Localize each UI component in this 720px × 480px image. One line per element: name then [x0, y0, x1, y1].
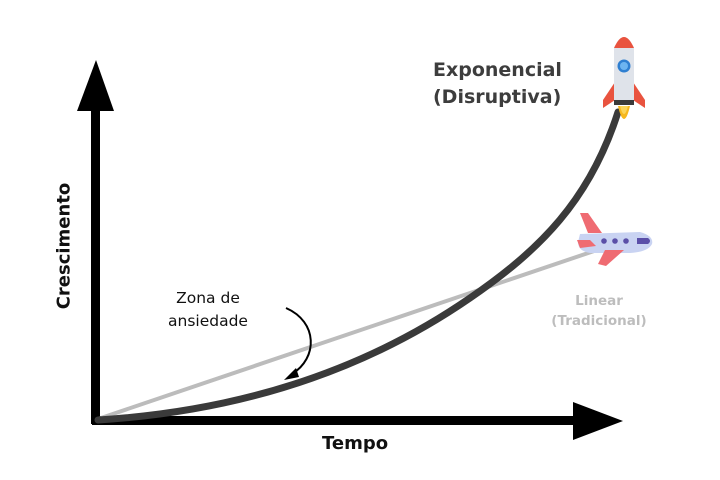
exponential-label: Exponencial (Disruptiva) [433, 57, 562, 111]
y-axis [77, 60, 114, 424]
exponential-label-subtitle: (Disruptiva) [433, 86, 562, 108]
linear-label-title: Linear [575, 293, 623, 309]
linear-label-subtitle: (Tradicional) [551, 313, 647, 329]
exponential-growth-curve [94, 108, 622, 424]
anxiety-zone-arrow-icon [284, 307, 312, 380]
y-axis-arrowhead-icon [77, 60, 114, 111]
x-axis-label: Tempo [322, 433, 389, 454]
rocket-icon [603, 37, 645, 119]
linear-growth-line [96, 247, 602, 421]
anxiety-zone-annotation: Zona de ansiedade [148, 287, 268, 333]
linear-label: Linear (Tradicional) [528, 291, 670, 331]
x-axis-arrowhead-icon [573, 402, 623, 440]
y-axis-label: Crescimento [53, 182, 75, 310]
exponential-label-title: Exponencial [433, 59, 562, 81]
airplane-icon [577, 213, 653, 266]
x-axis [92, 402, 623, 440]
anxiety-zone-line1: Zona de [176, 289, 240, 307]
anxiety-zone-line2: ansiedade [168, 312, 248, 330]
